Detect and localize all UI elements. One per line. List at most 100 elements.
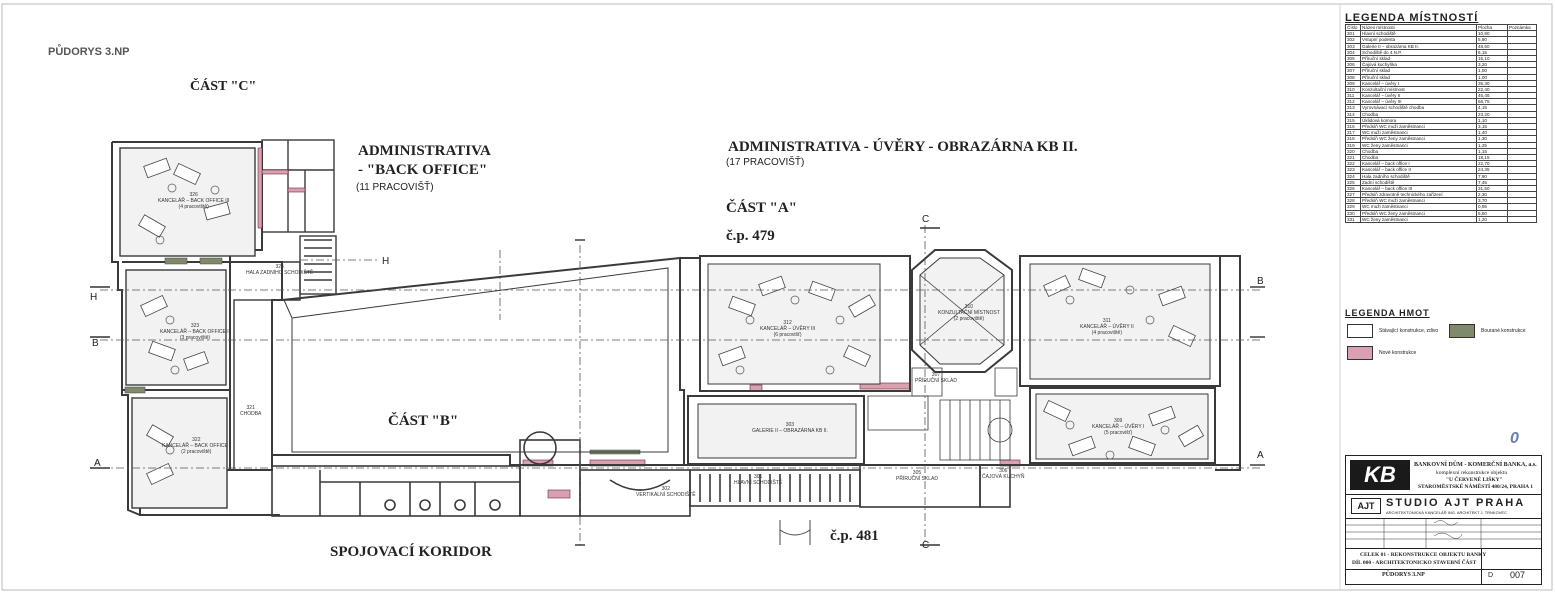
room-label-326: 326 KANCELÁŘ – BACK OFFICE III (4 pracov…: [158, 192, 229, 210]
swatch-new: [1347, 346, 1373, 360]
room-label-303: 303 GALERIE II – OBRAZÁRNA KB II.: [752, 422, 828, 434]
room-number: 301: [753, 474, 763, 480]
section-mark-b-left: B: [92, 338, 99, 349]
client-line-2: komplexní rekonstrukce objektu: [1436, 470, 1508, 476]
room-label-323: 323 KANCELÁŘ – BACK OFFICE II (3 pracovi…: [160, 323, 230, 341]
client-line-4: STAROMĚSTSKÉ NÁMĚSTÍ 480/24, PRAHA 1: [1418, 484, 1533, 490]
project-part-2: DÍL 000 - ARCHITEKTONICKO STAVEBNÍ ČÁST: [1352, 560, 1477, 566]
room-label-305: 305 PŘÍRUČNÍ SKLAD: [896, 470, 938, 482]
room-legend-title: LEGENDA MÍSTNOSTÍ: [1345, 12, 1479, 24]
room-name: GALERIE II – OBRAZÁRNA KB II.: [752, 428, 828, 434]
room-number: 309: [1114, 418, 1123, 424]
title-block: KB BANKOVNÍ DŮM - KOMERČNÍ BANKA, a.s. k…: [1345, 455, 1542, 585]
room-number: 307: [931, 372, 941, 378]
room-label-312: 312 KANCELÁŘ – ÚVĚRY III (6 pracovišť): [760, 320, 815, 338]
room-label-307: 307 PŘÍRUČNÍ SKLAD: [915, 372, 957, 384]
legend-cell: 331: [1345, 215, 1361, 224]
room-people: (6 pracovišť): [773, 332, 802, 338]
corridor-label: SPOJOVACÍ KORIDOR: [330, 544, 492, 560]
room-name: ČAJOVÁ KUCHYŇ: [982, 474, 1025, 480]
room-name: HALA ZADNÍHO SCHODIŠTĚ: [246, 270, 314, 276]
room-number: 306: [999, 468, 1008, 474]
room-number: 322: [192, 437, 201, 443]
furniture: [138, 157, 1205, 486]
admin-uvery-count: (17 PRACOVIŠŤ): [726, 157, 805, 168]
admin-uvery-title: ADMINISTRATIVA - ÚVĚRY - OBRAZÁRNA KB II…: [728, 139, 1078, 155]
room-name: KANCELÁŘ – BACK OFFICE III: [158, 198, 230, 204]
admin-back-office-count: (11 PRACOVIŠŤ): [356, 182, 434, 193]
material-legend-title: LEGENDA HMOT: [1345, 308, 1430, 318]
ajt-logo-text: AJT: [1357, 501, 1375, 511]
section-mark-c-top: C: [922, 214, 930, 225]
room-name: CHODBA: [240, 411, 262, 417]
title-divider-3: [1346, 548, 1541, 549]
room-number: 311: [1102, 318, 1111, 324]
signature-grid: [1346, 518, 1541, 548]
part-c-fill: [120, 148, 255, 508]
label-demolition: Bourané konstrukce: [1481, 328, 1526, 334]
client-line-1: BANKOVNÍ DŮM - KOMERČNÍ BANKA, a.s.: [1414, 462, 1537, 468]
label-new: Nové konstrukce: [1379, 350, 1417, 356]
room-label-311: 311 KANCELÁŘ – ÚVĚRY II (4 pracoviště): [1080, 318, 1134, 336]
title-divider-4: [1346, 569, 1541, 570]
swatch-demolition: [1449, 324, 1475, 338]
room-name: KANCELÁŘ – BACK OFFICE II: [160, 329, 231, 335]
room-people: (4 pracoviště): [1091, 330, 1123, 336]
kb-logo: KB: [1350, 460, 1410, 490]
room-label-310: 310 KONZULTAČNÍ MÍSTNOST (2 pracoviště): [938, 304, 1000, 322]
cp-481-label: č.p. 481: [830, 528, 879, 544]
room-number: 324: [275, 264, 284, 270]
section-mark-a-right: A: [1257, 450, 1264, 461]
title-divider: [1346, 494, 1541, 495]
material-legend: LEGENDA HMOT Stávající konstrukce, zdivo…: [1345, 308, 1537, 360]
legend-cell: [1507, 215, 1537, 224]
room-label-306: 306 ČAJOVÁ KUCHYŇ: [982, 468, 1025, 480]
kb-logo-text: KB: [1364, 462, 1396, 487]
cp-479-label: č.p. 479: [726, 228, 775, 244]
label-existing: Stávající konstrukce, zdivo: [1379, 328, 1439, 334]
stamp-zero: 0: [1510, 430, 1519, 447]
section-mark-h-right: H: [382, 256, 390, 267]
room-legend: LEGENDA MÍSTNOSTÍ Číslo Název místnosti …: [1345, 12, 1537, 224]
room-people: (3 pracoviště): [179, 335, 211, 341]
room-name: KONZULTAČNÍ MÍSTNOST: [938, 310, 1000, 316]
legend-cell: 1,20: [1476, 215, 1508, 224]
floor-title: PŮDORYS 3.NP: [48, 46, 130, 58]
room-name: PŘÍRUČNÍ SKLAD: [896, 476, 938, 482]
part-a-label: ČÁST "A": [726, 200, 797, 216]
section-mark-a-left: A: [94, 458, 101, 469]
room-label-301: 301 HLAVNÍ SCHODIŠTĚ: [734, 474, 782, 486]
part-c-label: ČÁST "C": [190, 79, 257, 94]
studio-subtitle: ARCHITEKTONICKÁ KANCELÁŘ ING. ARCHITEKT …: [1386, 510, 1507, 515]
legend-cell: WC ženy zaměstnanci: [1360, 215, 1477, 224]
room-name: KANCELÁŘ – ÚVĚRY II: [1080, 324, 1134, 330]
room-label-309: 309 KANCELÁŘ – ÚVĚRY I (5 pracovišť): [1092, 418, 1144, 436]
room-label-322: 322 KANCELÁŘ – BACK OFFICE I (2 pracoviš…: [162, 437, 231, 455]
room-name: KANCELÁŘ – ÚVĚRY III: [760, 326, 816, 332]
title-divider-2: [1346, 518, 1541, 519]
section-lines: [100, 225, 1260, 545]
part-b-label: ČÁST "B": [388, 413, 459, 429]
client-line-3: "U ČERVENÉ LIŠKY": [1446, 477, 1503, 483]
room-name: VERTIKÁLNÍ SCHODIŠTĚ: [636, 492, 696, 498]
project-part-1: CELEK 01 - REKONSTRUKCE OBJEKTU BANKY: [1360, 552, 1487, 558]
room-number: 326: [189, 192, 198, 198]
room-label-302: 302 VERTIKÁLNÍ SCHODIŠTĚ: [636, 486, 696, 498]
room-name: HLAVNÍ SCHODIŠTĚ: [734, 480, 783, 486]
room-name: PŘÍRUČNÍ SKLAD: [915, 378, 957, 384]
room-number: 305: [912, 470, 922, 476]
room-name: KANCELÁŘ – ÚVĚRY I: [1092, 424, 1145, 430]
admin-back-office-title-2: - "BACK OFFICE": [358, 162, 488, 178]
drawing-number: 007: [1510, 570, 1526, 580]
room-label-321: 321 CHODBA: [240, 405, 261, 417]
room-number: 302: [661, 486, 670, 492]
section-mark-c-bottom: C: [922, 540, 930, 551]
swatch-existing: [1347, 324, 1373, 338]
studio-name: STUDIO AJT PRAHA: [1386, 497, 1526, 509]
room-number: 323: [190, 323, 200, 329]
section-mark-h-left: H: [90, 292, 98, 303]
room-people: (2 pracoviště): [953, 316, 985, 322]
